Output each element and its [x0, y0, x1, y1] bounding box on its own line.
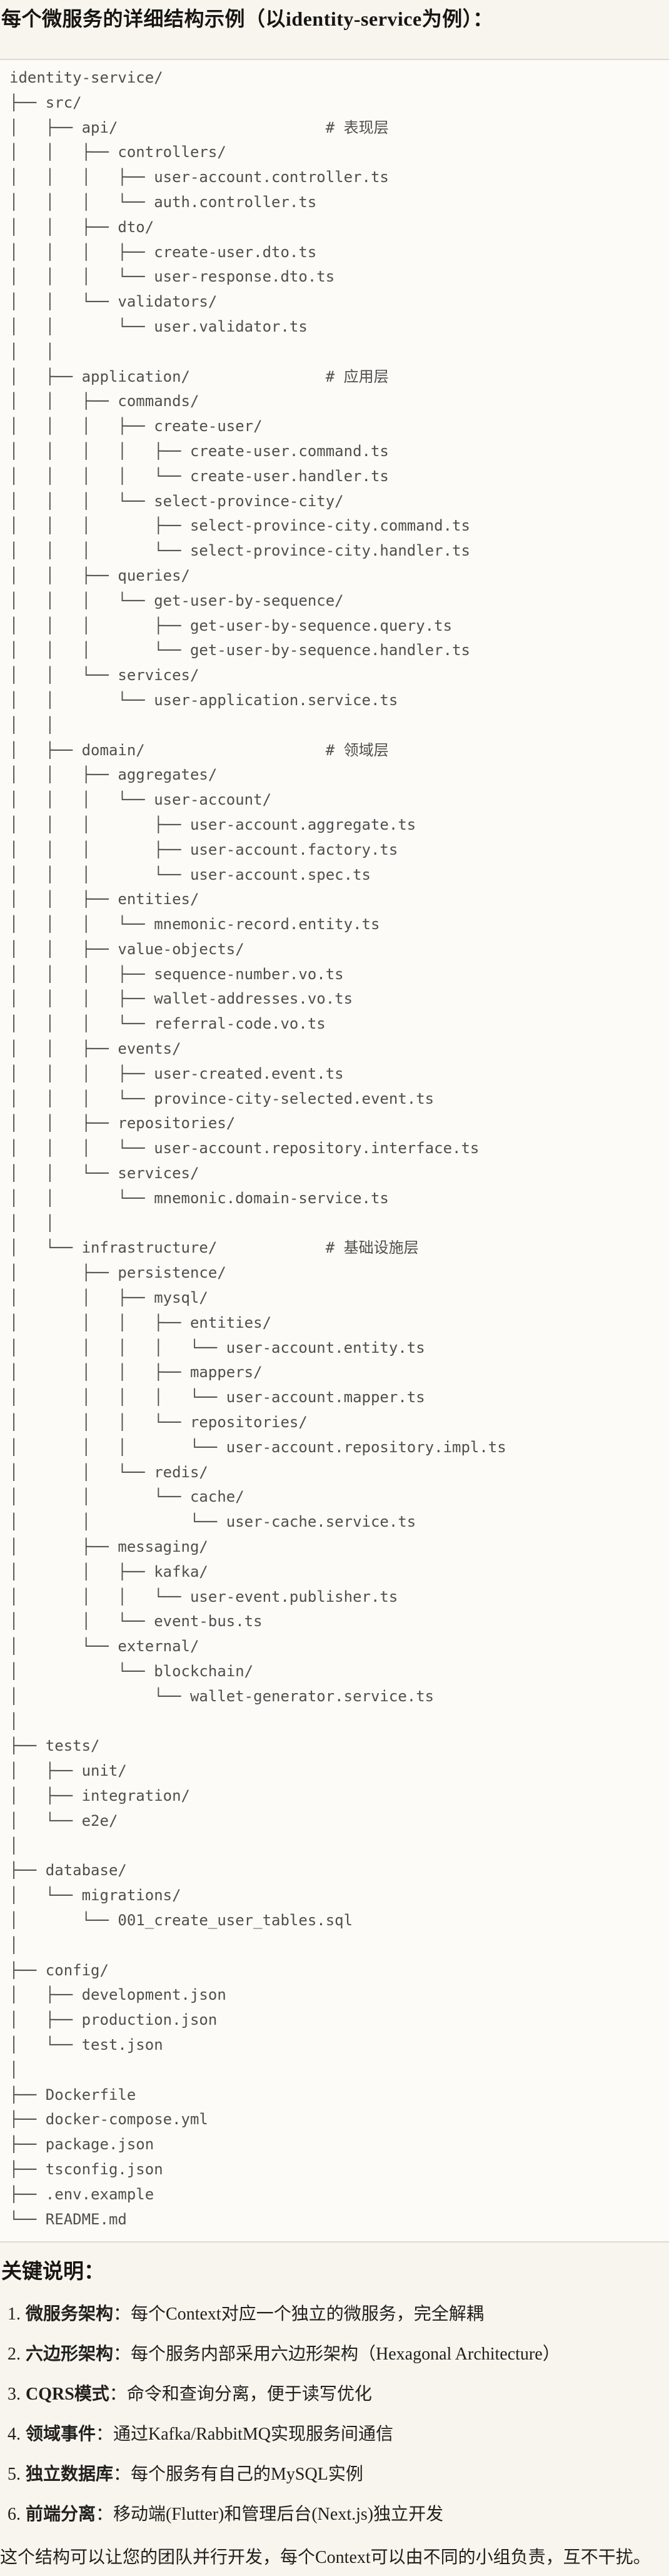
note-colon: ： [113, 2465, 131, 2485]
note-number: 2. [8, 2344, 21, 2365]
closing-paragraph: 这个结构可以让您的团队并行开发，每个Context可以由不同的小组负责，互不干扰… [0, 2548, 651, 2568]
note-number: 6. [8, 2505, 21, 2525]
note-colon: ： [109, 2385, 127, 2405]
note-number: 4. [8, 2425, 21, 2445]
note-item-independent-db: 5.独立数据库：每个服务有自己的MySQL实例 [0, 2462, 669, 2487]
note-item-hexagonal: 2.六边形架构：每个服务内部采用六边形架构（Hexagonal Architec… [0, 2342, 669, 2366]
note-item-cqrs: 3.CQRS模式：命令和查询分离，便于读写优化 [0, 2382, 669, 2406]
note-term: 前端分离 [26, 2505, 96, 2525]
note-item-frontend-split: 6.前端分离：移动端(Flutter)和管理后台(Next.js)独立开发 [0, 2502, 669, 2527]
note-desc: 每个服务内部采用六边形架构（Hexagonal Architecture） [131, 2344, 560, 2365]
directory-tree: identity-service/ ├── src/ │ ├── api/ # … [9, 69, 506, 2228]
note-desc: 每个Context对应一个独立的微服务，完全解耦 [131, 2304, 484, 2324]
note-number: 3. [8, 2385, 21, 2405]
note-term: 独立数据库 [26, 2465, 114, 2485]
note-number: 5. [8, 2465, 21, 2485]
note-colon: ： [96, 2505, 114, 2525]
note-term: 六边形架构 [26, 2344, 114, 2365]
note-term: 微服务架构 [26, 2304, 114, 2324]
note-colon: ： [96, 2425, 114, 2445]
notes-list: 1.微服务架构：每个Context对应一个独立的微服务，完全解耦 2.六边形架构… [0, 2302, 669, 2527]
note-colon: ： [113, 2304, 131, 2324]
note-term: 领域事件 [26, 2425, 96, 2445]
note-desc: 每个服务有自己的MySQL实例 [131, 2465, 363, 2485]
note-item-microservices: 1.微服务架构：每个Context对应一个独立的微服务，完全解耦 [0, 2302, 669, 2326]
code-block: identity-service/ ├── src/ │ ├── api/ # … [0, 59, 669, 2243]
note-desc: 命令和查询分离，便于读写优化 [126, 2385, 372, 2405]
note-item-domain-events: 4.领域事件：通过Kafka/RabbitMQ实现服务间通信 [0, 2422, 669, 2446]
note-colon: ： [113, 2344, 131, 2365]
note-number: 1. [8, 2304, 21, 2324]
page-title: 每个微服务的详细结构示例（以identity-service为例）： [1, 8, 493, 30]
notes-heading: 关键说明： [1, 2261, 104, 2284]
note-desc: 移动端(Flutter)和管理后台(Next.js)独立开发 [113, 2505, 444, 2525]
note-desc: 通过Kafka/RabbitMQ实现服务间通信 [113, 2425, 393, 2445]
note-term: CQRS模式 [26, 2385, 109, 2405]
